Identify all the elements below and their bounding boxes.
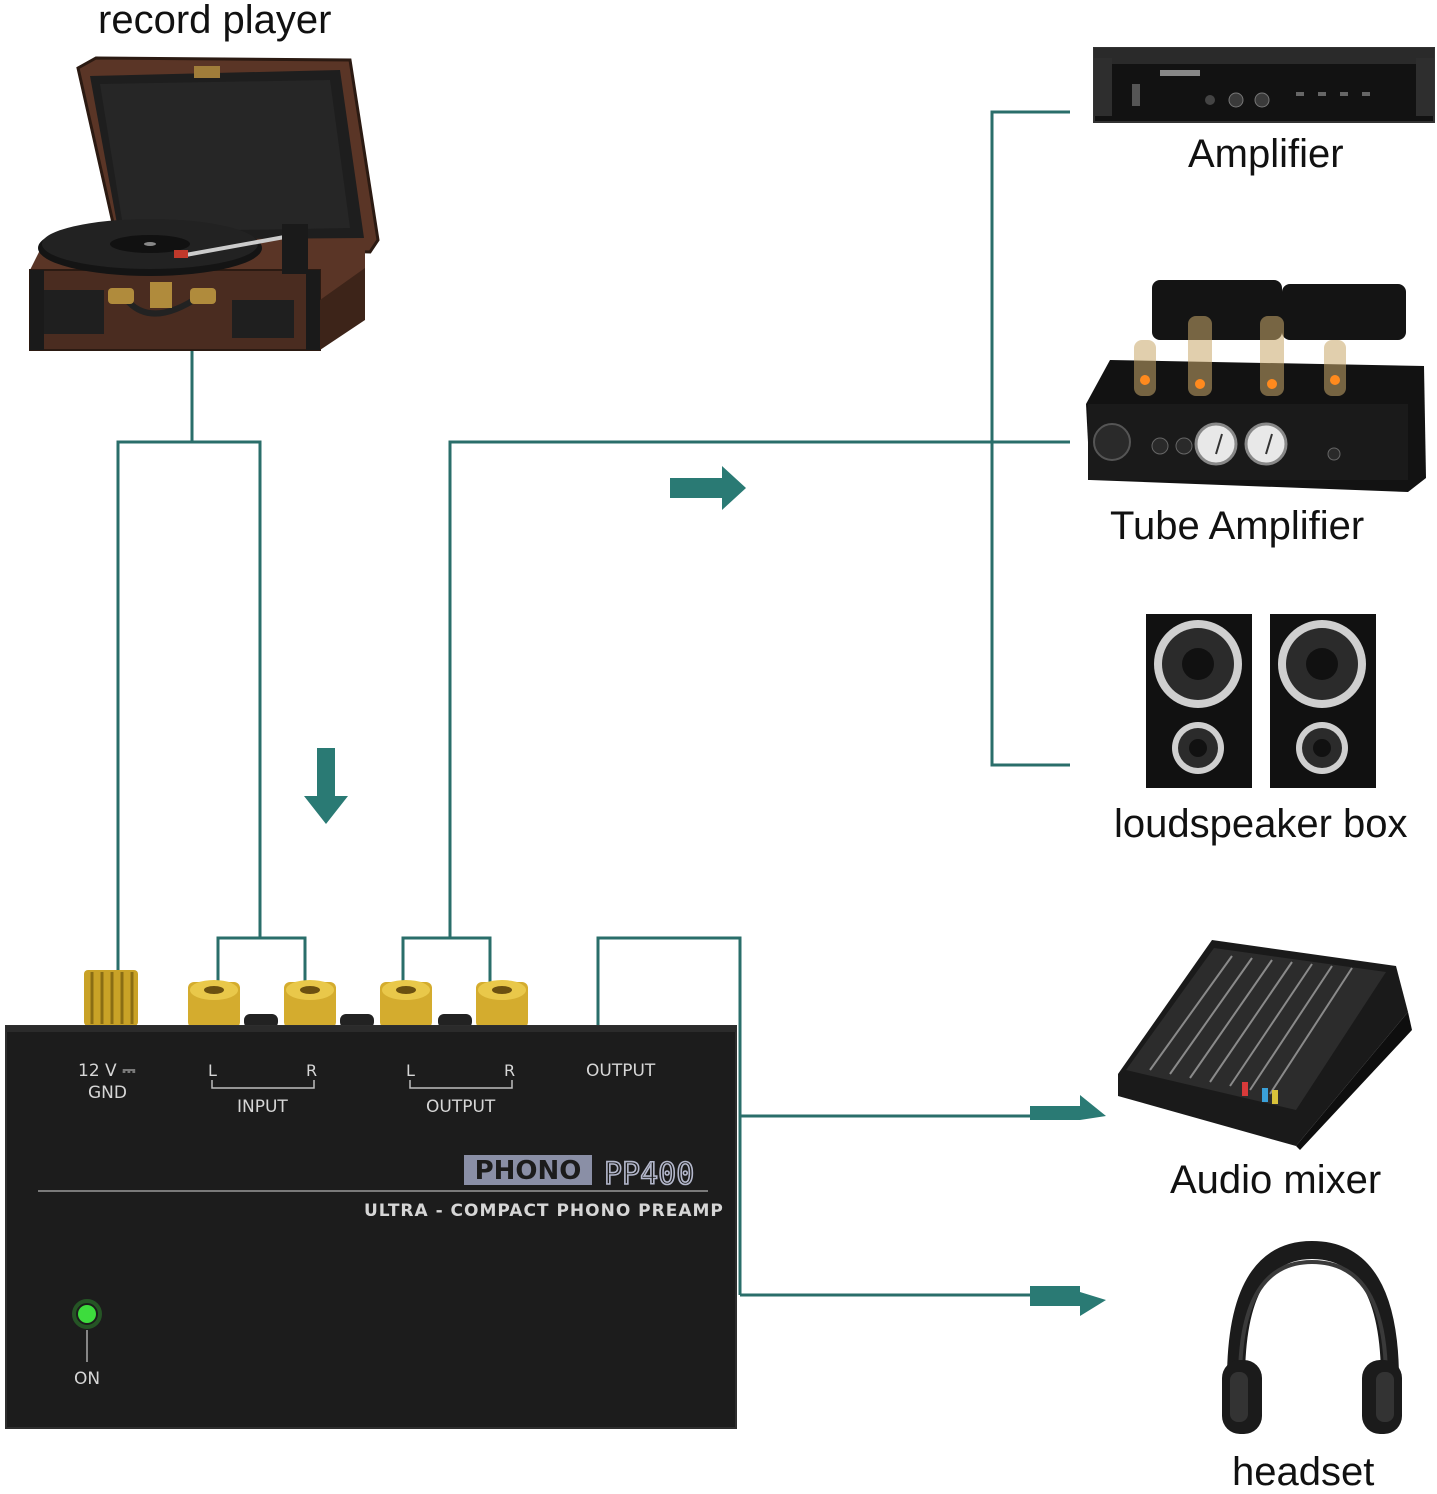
arrows — [304, 466, 1106, 1316]
tube-amplifier-icon — [1086, 280, 1426, 492]
output-rca-jacks — [340, 980, 528, 1028]
phono-preamp: 12 V ⎓ GND L R INPUT L R OUTPUT OUTPUT P… — [5, 970, 737, 1429]
wires — [116, 110, 1070, 1297]
headphones-icon — [1222, 1240, 1402, 1434]
input-l-label: L — [208, 1061, 217, 1080]
tagline: ULTRA - COMPACT PHONO PREAMP — [364, 1201, 724, 1221]
output-l-label: L — [406, 1061, 415, 1080]
arrow-down-icon — [304, 748, 348, 824]
label-record-player: record player — [98, 0, 332, 42]
power-led-icon — [78, 1305, 96, 1323]
wire-amp-bus — [990, 110, 1070, 767]
output-label: OUTPUT — [426, 1097, 496, 1117]
gnd-label: GND — [88, 1083, 127, 1103]
wire-turntable-input — [192, 440, 262, 938]
speaker-left — [1146, 614, 1252, 788]
wire-output-bracket — [401, 936, 492, 985]
speaker-pair-icon — [1146, 614, 1376, 788]
label-tube-amplifier: Tube Amplifier — [1110, 504, 1365, 548]
label-audio-mixer: Audio mixer — [1170, 1158, 1382, 1202]
power-label: 12 V ⎓ — [78, 1061, 136, 1081]
rack-amplifier-icon — [1093, 47, 1435, 123]
wire-output-to-amps — [448, 440, 1070, 938]
vacuum-tubes — [1134, 316, 1346, 396]
output2-label: OUTPUT — [586, 1061, 656, 1081]
label-headset: headset — [1232, 1450, 1375, 1494]
mixer-console-icon — [1118, 940, 1412, 1150]
input-rca-jacks — [188, 980, 336, 1028]
input-r-label: R — [306, 1061, 317, 1080]
wire-input-bracket — [216, 936, 307, 985]
label-loudspeaker-box: loudspeaker box — [1114, 802, 1408, 846]
led-label: ON — [74, 1369, 100, 1389]
label-amplifier: Amplifier — [1188, 132, 1344, 176]
brand-badge: PHONO — [475, 1156, 582, 1186]
model-name: PP400 — [604, 1157, 694, 1192]
arrow-right-mixer-icon — [1030, 1095, 1106, 1120]
wire-turntable-gnd — [116, 440, 192, 985]
input-label: INPUT — [237, 1097, 288, 1117]
output-r-label: R — [504, 1061, 515, 1080]
turntable-icon — [29, 56, 380, 351]
arrow-right-icon — [670, 466, 746, 510]
gnd-terminal — [84, 970, 138, 1026]
speaker-right — [1270, 614, 1376, 788]
arrow-right-headset-icon — [1030, 1286, 1106, 1316]
